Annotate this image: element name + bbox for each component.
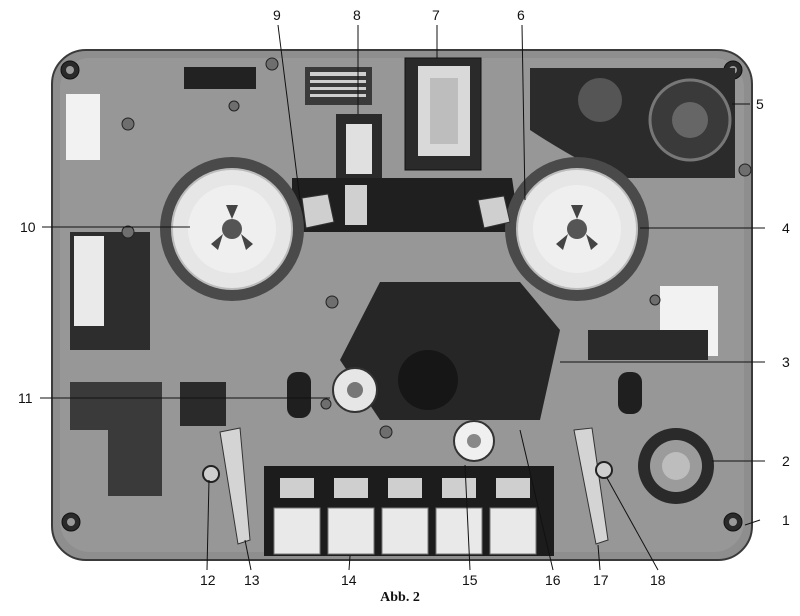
callout-10: 10 <box>20 219 36 235</box>
callout-15: 15 <box>462 572 478 588</box>
screws <box>121 57 752 439</box>
callout-8: 8 <box>353 7 361 23</box>
key-buttons <box>273 507 537 555</box>
drive-mechanism <box>340 282 560 420</box>
callout-lines <box>40 24 765 571</box>
callout-4: 4 <box>782 220 790 236</box>
callout-3: 3 <box>782 354 790 370</box>
left-reel <box>160 157 304 301</box>
callout-9: 9 <box>273 7 281 23</box>
callout-17: 17 <box>593 572 609 588</box>
callout-6: 6 <box>517 7 525 23</box>
callout-12: 12 <box>200 572 216 588</box>
figure-caption: Abb. 2 <box>380 590 420 605</box>
callout-16: 16 <box>545 572 561 588</box>
callout-7: 7 <box>432 7 440 23</box>
callout-18: 18 <box>650 572 666 588</box>
callout-14: 14 <box>341 572 357 588</box>
callout-2: 2 <box>782 453 790 469</box>
callout-5: 5 <box>756 96 764 112</box>
callout-13: 13 <box>244 572 260 588</box>
callout-11: 11 <box>18 390 33 406</box>
callout-labels: 1 2 3 4 5 6 7 8 9 10 11 12 13 14 15 16 1… <box>18 7 790 588</box>
right-reel <box>505 157 649 301</box>
callout-1: 1 <box>782 512 790 528</box>
